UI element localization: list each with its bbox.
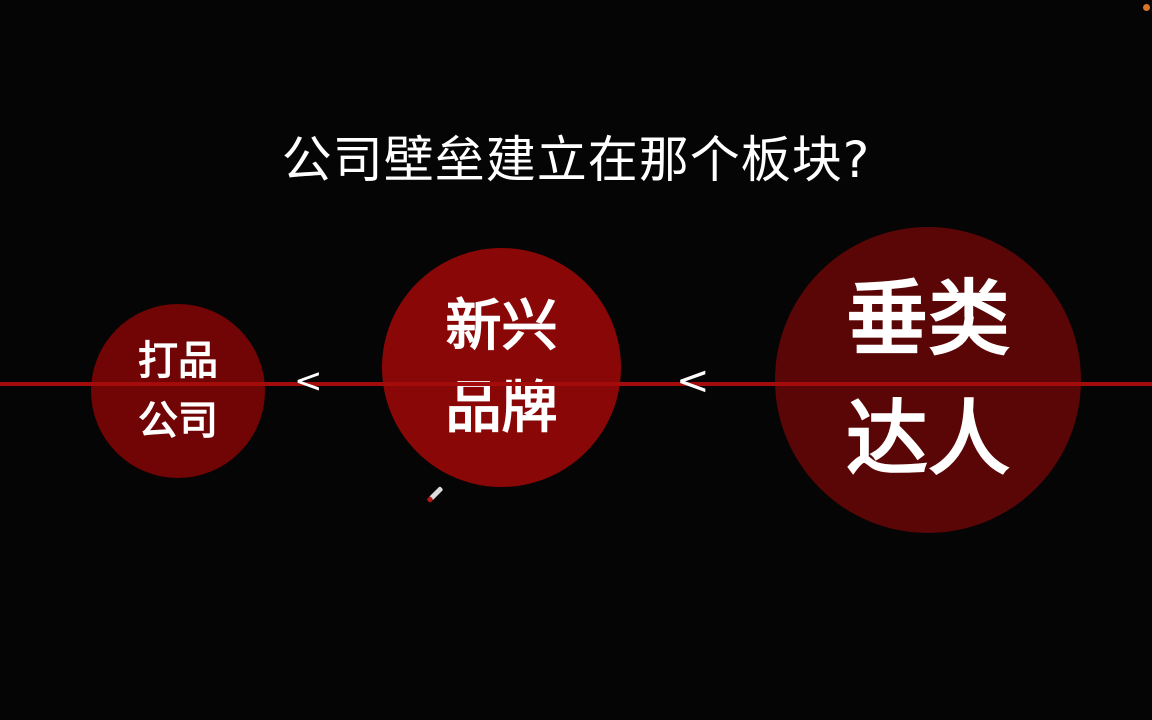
circle-label-line2: 达人 bbox=[845, 392, 1010, 487]
circle-label-line2: 品牌 bbox=[445, 375, 558, 441]
recording-indicator-icon bbox=[1143, 4, 1150, 11]
circle-label-line1: 新兴 bbox=[445, 293, 558, 359]
less-than-symbol: < bbox=[294, 361, 323, 401]
circle-label-line1: 打品 bbox=[138, 338, 218, 384]
circle-emerging-brand: 新兴 品牌 bbox=[382, 248, 621, 487]
circle-brand-company: 打品 公司 bbox=[91, 304, 265, 478]
circle-label-line2: 公司 bbox=[138, 398, 218, 444]
horizontal-divider-line bbox=[0, 382, 1152, 386]
circle-label-line1: 垂类 bbox=[845, 272, 1010, 367]
pen-cursor-icon bbox=[428, 486, 444, 501]
slide-title: 公司壁垒建立在那个板块? bbox=[281, 131, 871, 189]
circle-vertical-influencer: 垂类 达人 bbox=[775, 227, 1081, 533]
less-than-symbol: < bbox=[676, 358, 710, 404]
